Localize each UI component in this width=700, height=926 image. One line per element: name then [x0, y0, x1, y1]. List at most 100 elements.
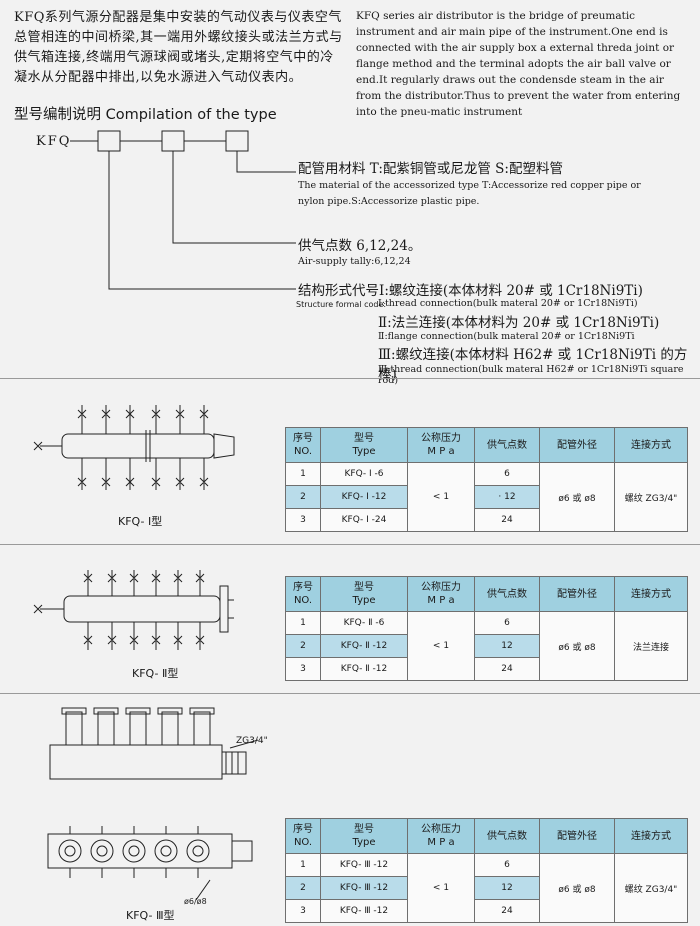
cell-no: 2	[285, 634, 321, 658]
cell-no: 2	[285, 876, 321, 900]
cell-type: KFQ- Ⅱ -12	[320, 657, 408, 681]
cell-type: KFQ- Ⅲ -12	[320, 853, 408, 877]
cell-pipe-dia: ø6 或 ø8	[539, 853, 615, 923]
thread-callout: ZG3/4"	[236, 736, 268, 746]
type-section-title: 型号编制说明 Compilation of the type	[14, 103, 277, 124]
header-connection: 连接方式	[614, 427, 688, 463]
cell-type: KFQ- Ⅲ -12	[320, 899, 408, 923]
cell-no: 1	[285, 611, 321, 635]
table-row: 3 KFQ- Ⅱ -12 24	[285, 657, 688, 681]
cell-pressure: < 1	[407, 853, 475, 923]
table-row: 2 KFQ- Ⅱ -12 12	[285, 634, 688, 658]
separator	[0, 378, 700, 379]
tally-en: Air-supply tally:6,12,24	[298, 256, 411, 267]
structure-en-1: Ⅰ:thread connection(bulk materal 20# or …	[378, 298, 638, 309]
cell-no: 3	[285, 899, 321, 923]
cell-type: KFQ- Ⅱ -6	[320, 611, 408, 635]
header-pipe-dia: 配管外径	[539, 818, 615, 854]
type1-body	[61, 433, 215, 459]
type2-caption: KFQ- Ⅱ型	[132, 667, 179, 680]
header-pipe-dia: 配管外径	[539, 576, 615, 612]
separator	[0, 693, 700, 694]
cell-points: 24	[474, 508, 540, 532]
cell-points: 6	[474, 853, 540, 877]
cell-pressure: < 1	[407, 611, 475, 681]
material-cn: 配管用材料 T:配紫铜管或尼龙管 S:配塑料管	[298, 161, 563, 177]
type3-top-body	[47, 833, 233, 869]
type3-side-body	[49, 744, 223, 780]
header-pipe-dia: 配管外径	[539, 427, 615, 463]
table-row: 1 KFQ- Ⅰ -6 < 1 6 ø6 或 ø8 螺纹 ZG3/4"	[285, 462, 688, 532]
type1-valves	[77, 405, 209, 490]
model-prefix: KFQ	[36, 134, 72, 149]
table-row: 3 KFQ- Ⅲ -12 24	[285, 899, 688, 923]
pipe-callout: ø6/ø8	[184, 897, 207, 906]
cell-pressure: < 1	[407, 462, 475, 532]
cell-no: 1	[285, 462, 321, 486]
separator	[0, 544, 700, 545]
header-points: 供气点数	[474, 818, 540, 854]
cell-points: 6	[474, 462, 540, 486]
cell-no: 1	[285, 853, 321, 877]
type2-valves	[83, 570, 205, 650]
cell-type: KFQ- Ⅱ -12	[320, 634, 408, 658]
cell-points: 6	[474, 611, 540, 635]
type-section-title-cn: 型号编制说明	[14, 107, 101, 123]
cell-connection: 螺纹 ZG3/4"	[614, 853, 688, 923]
cell-connection: 法兰连接	[614, 611, 688, 681]
cell-points: 12	[474, 876, 540, 900]
cell-no: 3	[285, 657, 321, 681]
type3-caption: KFQ- Ⅲ型	[126, 909, 175, 922]
table-row: 1 KFQ- Ⅱ -6 < 1 6 ø6 或 ø8 法兰连接	[285, 611, 688, 681]
structure-en-label: Structure formal code:	[296, 300, 387, 309]
cell-type: KFQ- Ⅰ -6	[320, 462, 408, 486]
table-row: 2 KFQ- Ⅲ -12 12	[285, 876, 688, 900]
type1-caption: KFQ- Ⅰ型	[118, 515, 163, 528]
table-row: 2 KFQ- Ⅰ -12 · 12	[285, 485, 688, 509]
cell-pipe-dia: ø6 或 ø8	[539, 611, 615, 681]
header-points: 供气点数	[474, 576, 540, 612]
structure-en-2: Ⅱ:flange connection(bulk materal 20# or …	[378, 331, 635, 342]
table-row: 1 KFQ- Ⅲ -12 < 1 6 ø6 或 ø8 螺纹 ZG3/4"	[285, 853, 688, 923]
material-en-2: nylon pipe.S:Accessorize plastic pipe.	[298, 196, 480, 207]
intro-chinese: KFQ系列气源分配器是集中安装的气动仪表与仪表空气总管相连的中间桥梁,其一端用外…	[14, 10, 343, 85]
intro-english: KFQ series air distributor is the bridge…	[356, 10, 681, 118]
cell-points: · 12	[474, 485, 540, 509]
header-connection: 连接方式	[614, 818, 688, 854]
structure-cn-1: 结构形式代号Ⅰ:螺纹连接(本体材料 20# 或 1Cr18Ni9Ti)	[298, 283, 643, 299]
cell-type: KFQ- Ⅰ -12	[320, 485, 408, 509]
header-connection: 连接方式	[614, 576, 688, 612]
type-section-title-en: Compilation of the type	[105, 107, 277, 123]
tally-cn: 供气点数 6,12,24。	[298, 238, 422, 254]
cell-type: KFQ- Ⅲ -12	[320, 876, 408, 900]
cell-points: 24	[474, 899, 540, 923]
cell-no: 3	[285, 508, 321, 532]
structure-en-3: Ⅲ:thread connection(bulk materal H62# or…	[378, 364, 684, 386]
cell-points: 24	[474, 657, 540, 681]
structure-cn-2: Ⅱ:法兰连接(本体材料为 20# 或 1Cr18Ni9Ti)	[378, 315, 660, 331]
type3-side-fittings	[61, 707, 215, 746]
material-en-1: The material of the accessorized type T:…	[298, 180, 641, 191]
cell-connection: 螺纹 ZG3/4"	[614, 462, 688, 532]
table-row: 3 KFQ- Ⅰ -24 24	[285, 508, 688, 532]
header-points: 供气点数	[474, 427, 540, 463]
type2-body	[63, 595, 221, 623]
type3-top-fittings	[58, 826, 210, 878]
cell-type: KFQ- Ⅰ -24	[320, 508, 408, 532]
cell-points: 12	[474, 634, 540, 658]
